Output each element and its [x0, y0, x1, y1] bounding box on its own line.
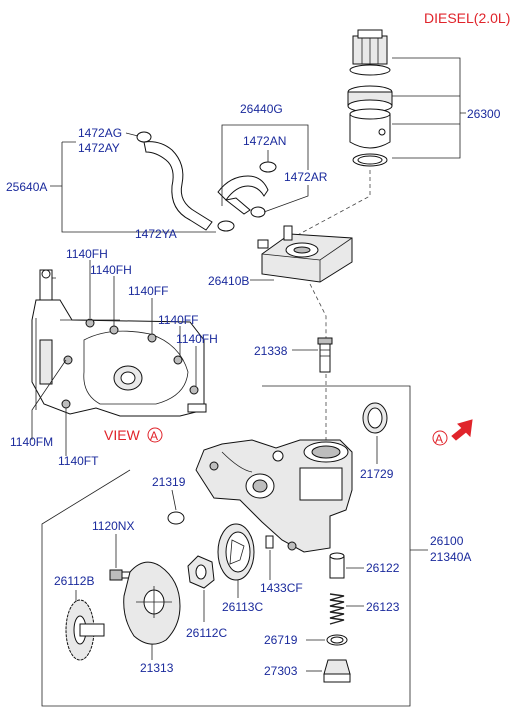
- label-25640A: 25640A: [6, 180, 47, 194]
- label-26123: 26123: [366, 600, 400, 614]
- pin-1433CF[interactable]: [265, 535, 274, 549]
- oil-filter-assembly[interactable]: [347, 29, 393, 167]
- bolt-21338[interactable]: [317, 337, 333, 373]
- label-21319: 21319: [152, 475, 186, 489]
- diagram-title: DIESEL(2.0L): [424, 10, 510, 26]
- label-21338: 21338: [254, 344, 288, 358]
- view-a-arrow: [432, 419, 473, 446]
- view-label: VIEW: [104, 427, 141, 443]
- label-26122: 26122: [366, 561, 400, 575]
- view-label-a: A: [150, 429, 158, 443]
- gasket-26719[interactable]: [326, 634, 348, 646]
- label-26100: 26100: [430, 534, 464, 548]
- oil-seal-21729[interactable]: [362, 402, 388, 434]
- label-26410B: 26410B: [208, 274, 249, 288]
- label-21340A: 21340A: [430, 550, 471, 564]
- oil-cooler[interactable]: [257, 225, 353, 283]
- hose-clamp-1472AN[interactable]: [259, 161, 277, 173]
- hose-clamp-1472YA[interactable]: [217, 220, 235, 232]
- view-a-circle: [147, 427, 163, 443]
- label-1140FH-1: 1140FH: [66, 247, 108, 261]
- assembly-boundary: [41, 385, 411, 707]
- arrow-a-label: A: [435, 432, 443, 446]
- label-21313: 21313: [140, 661, 174, 675]
- label-1140FH-3: 1140FH: [176, 332, 218, 346]
- label-1472AN: 1472AN: [243, 134, 286, 148]
- label-26112C: 26112C: [186, 626, 227, 640]
- plug-27303[interactable]: [323, 659, 351, 683]
- label-1472AY: 1472AY: [78, 141, 120, 155]
- inner-rotor-26112C[interactable]: [187, 555, 215, 589]
- label-1472YA: 1472YA: [135, 227, 177, 241]
- relief-spring-26123[interactable]: [329, 593, 345, 625]
- label-21729: 21729: [360, 467, 394, 481]
- hose-clamp-1472AG[interactable]: [136, 131, 152, 143]
- outer-rotor-26113C[interactable]: [217, 523, 255, 581]
- label-1140FT: 1140FT: [58, 454, 99, 468]
- breather-hose[interactable]: [143, 141, 213, 231]
- label-1140FF-1: 1140FF: [128, 284, 168, 298]
- label-1140FH-2: 1140FH: [90, 263, 132, 277]
- label-26440G: 26440G: [240, 102, 283, 116]
- label-26113C: 26113C: [222, 600, 263, 614]
- label-1140FF-2: 1140FF: [158, 313, 198, 327]
- label-1433CF: 1433CF: [260, 581, 303, 595]
- oil-pump-housing[interactable]: [195, 439, 353, 553]
- label-27303: 27303: [264, 664, 298, 678]
- pump-cover-21313[interactable]: [123, 561, 181, 645]
- o-ring-21319[interactable]: [167, 511, 185, 525]
- hose-clamp-1472AR[interactable]: [250, 206, 266, 218]
- relief-plunger-26122[interactable]: [329, 552, 345, 579]
- label-26300: 26300: [467, 107, 501, 121]
- label-1472AG: 1472AG: [78, 126, 122, 140]
- label-26719: 26719: [264, 633, 298, 647]
- label-1140FM: 1140FM: [10, 435, 53, 449]
- label-26112B: 26112B: [54, 574, 94, 588]
- oil-cooler-hose[interactable]: [217, 175, 269, 215]
- label-1472AR: 1472AR: [284, 170, 328, 184]
- label-1120NX: 1120NX: [92, 519, 134, 533]
- drive-gear-26112B[interactable]: [65, 599, 105, 661]
- pump-housing-view-a: [31, 269, 207, 417]
